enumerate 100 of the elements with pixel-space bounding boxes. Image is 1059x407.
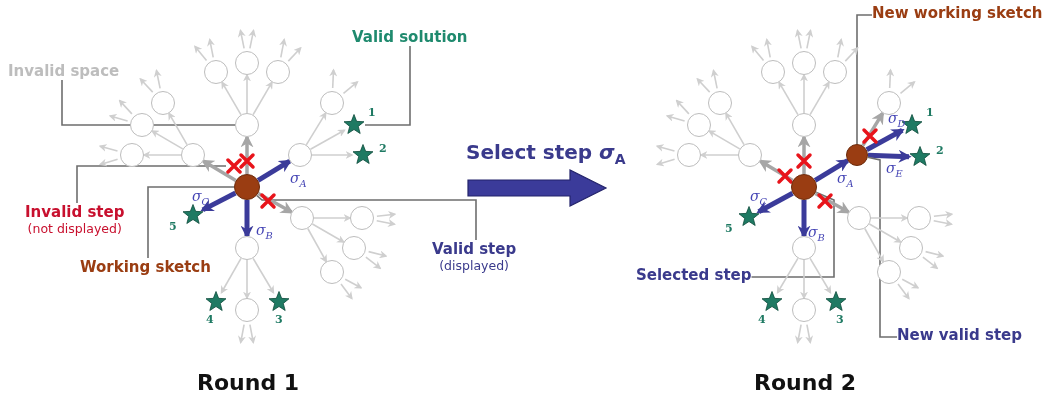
solution-number: 1 bbox=[368, 106, 376, 119]
arrow bbox=[870, 214, 909, 222]
edge-label: σ$_{C}$ bbox=[192, 188, 210, 207]
solution-number: 4 bbox=[758, 313, 766, 326]
arrow bbox=[340, 283, 353, 300]
arrow bbox=[118, 99, 133, 115]
solution-number: 4 bbox=[206, 313, 214, 326]
arrow bbox=[809, 81, 830, 116]
solution-number: 2 bbox=[379, 142, 387, 155]
arrow bbox=[376, 210, 397, 219]
state-circle bbox=[708, 91, 732, 115]
leader-line bbox=[866, 156, 898, 338]
state-circle bbox=[877, 91, 901, 115]
arrow bbox=[776, 257, 799, 294]
arrow bbox=[252, 81, 273, 116]
state-circle bbox=[181, 143, 205, 167]
arrow bbox=[139, 77, 154, 93]
leader-line bbox=[856, 14, 873, 145]
arrow bbox=[153, 69, 162, 90]
arrow bbox=[932, 219, 953, 227]
arrow bbox=[800, 73, 808, 114]
state-circle bbox=[877, 260, 901, 284]
arrow bbox=[287, 46, 302, 62]
state-circle bbox=[151, 91, 175, 115]
arrow bbox=[758, 159, 794, 182]
arrow bbox=[897, 283, 910, 300]
state-circle bbox=[120, 143, 144, 167]
arrow bbox=[868, 223, 902, 243]
arrow bbox=[238, 323, 246, 344]
arrow bbox=[194, 45, 208, 62]
edge-label: σ$_{A}$ bbox=[290, 170, 307, 189]
state-circle bbox=[350, 206, 374, 230]
leader-line bbox=[364, 45, 411, 126]
callout-note: (displayed) bbox=[438, 258, 510, 273]
solution-number: 3 bbox=[275, 313, 283, 326]
arrow bbox=[813, 158, 850, 183]
solution-number: 3 bbox=[836, 313, 844, 326]
arrow bbox=[805, 29, 814, 50]
working-sketch-circle bbox=[791, 174, 817, 200]
state-circle bbox=[792, 113, 816, 137]
arrow bbox=[778, 81, 799, 116]
arrow bbox=[367, 250, 388, 259]
step-caption: Select step σ$_{A}$ bbox=[466, 140, 626, 167]
arrow bbox=[865, 128, 905, 152]
arrow bbox=[725, 112, 745, 146]
arrow bbox=[844, 46, 859, 62]
arrow bbox=[243, 73, 251, 114]
state-circle bbox=[792, 51, 816, 75]
arrow bbox=[201, 159, 237, 182]
callout-note: (not displayed) bbox=[26, 221, 123, 236]
arrow bbox=[142, 151, 182, 159]
arrow bbox=[924, 250, 945, 259]
arrow bbox=[655, 158, 676, 167]
arrow bbox=[313, 214, 352, 222]
arrow bbox=[150, 130, 184, 150]
state-circle bbox=[761, 60, 785, 84]
state-circle bbox=[677, 143, 701, 167]
state-circle bbox=[320, 91, 344, 115]
round-title: Round 2 bbox=[754, 370, 857, 395]
state-circle bbox=[792, 236, 816, 260]
arrow bbox=[809, 257, 832, 294]
arrow bbox=[665, 113, 686, 122]
arrow bbox=[279, 38, 287, 59]
edge-label: σ$_{A}$ bbox=[837, 170, 854, 189]
leader-line bbox=[147, 186, 235, 259]
arrow bbox=[248, 323, 256, 344]
arrow bbox=[98, 158, 119, 167]
arrow bbox=[375, 219, 396, 227]
arrow bbox=[329, 68, 338, 89]
state-circle bbox=[288, 143, 312, 167]
arrow bbox=[675, 99, 690, 115]
arrow bbox=[764, 38, 772, 59]
state-circle bbox=[235, 51, 259, 75]
leader-line bbox=[76, 165, 227, 204]
arrow bbox=[344, 278, 363, 289]
arrow bbox=[655, 144, 676, 152]
callout-label: Valid solution bbox=[352, 28, 468, 46]
arrow bbox=[98, 144, 119, 152]
arrow bbox=[311, 151, 354, 159]
state-circle bbox=[235, 113, 259, 137]
state-circle bbox=[823, 60, 847, 84]
arrow bbox=[220, 257, 242, 294]
arrow bbox=[864, 227, 884, 263]
arrow bbox=[342, 80, 359, 95]
state-circle bbox=[266, 60, 290, 84]
callout-label: New valid step bbox=[897, 326, 1022, 344]
solution-number: 5 bbox=[169, 220, 177, 233]
arrow bbox=[696, 77, 711, 93]
leader-line bbox=[750, 191, 835, 278]
arrow bbox=[207, 38, 215, 59]
arrow bbox=[933, 210, 954, 219]
edge-label: σ$_{C}$ bbox=[750, 188, 768, 207]
state-circle bbox=[235, 236, 259, 260]
arrow bbox=[901, 278, 920, 289]
edge-label: σ$_{E}$ bbox=[886, 160, 903, 179]
state-circle bbox=[320, 260, 344, 284]
state-circle bbox=[130, 113, 154, 137]
state-circle bbox=[899, 236, 923, 260]
state-circle bbox=[235, 298, 259, 322]
round-title: Round 1 bbox=[197, 370, 300, 395]
